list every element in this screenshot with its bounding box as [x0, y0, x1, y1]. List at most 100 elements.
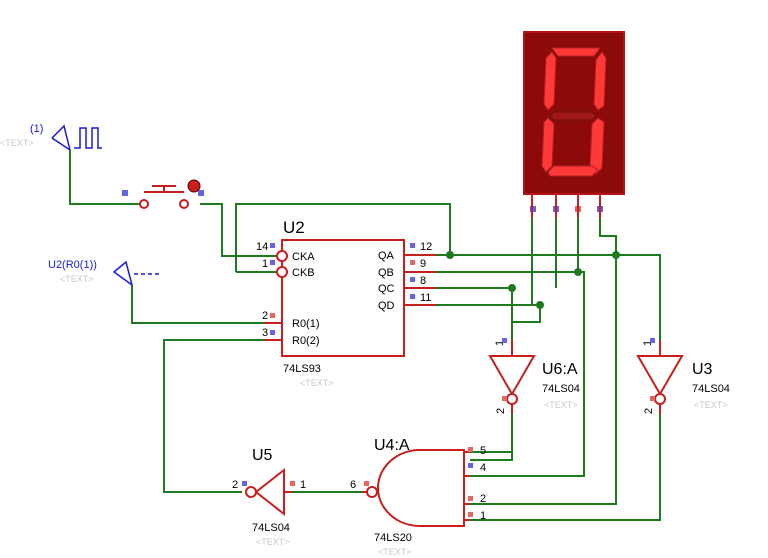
u6-pin-in: 1 — [494, 340, 506, 346]
u2-counter[interactable]: U2 74LS93 <TEXT> CKA CKB R0(1) R0(2) QA … — [256, 218, 436, 388]
wire-qa-to-ckb[interactable] — [235, 203, 451, 272]
segment-g-off — [549, 111, 597, 121]
u6-pin-out: 2 — [495, 408, 507, 414]
u2-pin-r02: R0(2) — [292, 335, 320, 347]
pin-marker — [410, 260, 415, 265]
u2-part: 74LS93 — [283, 363, 321, 375]
reset-generator-text: <TEXT> — [60, 274, 94, 284]
pin-marker — [364, 481, 369, 486]
segment-a — [551, 47, 601, 57]
u2-pin-number: 11 — [420, 292, 431, 304]
pin-marker — [468, 512, 473, 517]
switch-contact-left — [139, 199, 149, 209]
push-button-switch[interactable] — [122, 179, 204, 209]
u4-nand-gate[interactable]: U4:A 74LS20 <TEXT> 5 4 2 1 6 — [350, 437, 486, 557]
display-digit-segments — [541, 47, 607, 177]
seven-segment-display[interactable] — [523, 31, 625, 218]
wire-qd-to-u6[interactable] — [511, 305, 541, 348]
pin-marker — [270, 260, 275, 265]
u4-pin-number: 2 — [480, 493, 486, 505]
u4-text: <TEXT> — [378, 547, 412, 557]
pin-marker — [270, 330, 275, 335]
u6-triangle — [488, 355, 536, 396]
wire-qa-bus[interactable] — [404, 254, 661, 348]
pin-marker — [502, 396, 507, 401]
pin-marker — [502, 338, 507, 343]
u2-pin-ckb: CKB — [292, 267, 315, 279]
u4-pin-number: 5 — [480, 445, 486, 457]
junction-dot — [508, 284, 516, 292]
u5-inverter[interactable]: U5 74LS04 <TEXT> 1 2 — [232, 447, 306, 547]
u3-pin-out: 2 — [643, 408, 655, 414]
clock-pulse-icon — [74, 127, 102, 149]
clock-generator[interactable]: (1) <TEXT> — [0, 123, 102, 151]
u5-triangle — [254, 467, 285, 517]
u3-bubble — [654, 393, 666, 405]
segment-c — [589, 117, 605, 175]
wire-reset-to-r01[interactable] — [131, 285, 282, 324]
u2-pin-number: 14 — [256, 241, 268, 253]
u3-pin-in: 1 — [642, 340, 654, 346]
junction-dot — [536, 301, 544, 309]
u5-bubble — [245, 486, 257, 498]
switch-active-indicator-icon[interactable] — [187, 179, 201, 193]
wire-r02-to-u5[interactable] — [163, 339, 282, 493]
reset-generator[interactable]: U2(R0(1)) <TEXT> — [48, 259, 160, 286]
u2-pin-qd: QD — [378, 300, 395, 312]
u4-pin-number: 4 — [480, 462, 486, 474]
u2-pin-number: 1 — [262, 258, 268, 270]
clock-generator-text: <TEXT> — [0, 138, 34, 148]
u2-pin-number: 12 — [420, 241, 432, 253]
u5-text: <TEXT> — [256, 537, 290, 547]
u2-cka-bubble — [276, 250, 288, 262]
segment-d — [547, 165, 599, 177]
pin-marker — [468, 447, 473, 452]
wire-u3-to-u4[interactable] — [470, 410, 661, 521]
u4-part: 74LS20 — [374, 532, 412, 544]
u6-bubble — [506, 393, 518, 405]
u4-body — [377, 449, 465, 527]
junction-dot — [612, 251, 620, 259]
u2-body — [281, 239, 405, 357]
u3-inverter[interactable]: U3 74LS04 <TEXT> 1 2 — [636, 338, 730, 414]
clock-generator-stem — [51, 137, 71, 151]
u5-pin-out: 2 — [232, 479, 238, 491]
u2-ckb-bubble — [276, 266, 288, 278]
pin-marker — [410, 294, 415, 299]
wire-switch-to-cka[interactable] — [200, 203, 282, 257]
pin-marker — [270, 313, 275, 318]
pin-marker — [290, 481, 295, 486]
wire-clock-to-switch[interactable] — [69, 150, 140, 205]
junction-dot — [574, 268, 582, 276]
u6-text: <TEXT> — [544, 400, 578, 410]
wires — [69, 150, 661, 521]
u2-name: U2 — [283, 218, 305, 237]
u5-name: U5 — [252, 447, 273, 464]
u4-name: U4:A — [374, 437, 410, 454]
u2-pin-qc: QC — [378, 283, 395, 295]
wire-u6-to-u4[interactable] — [470, 410, 513, 453]
wire-qc-bus[interactable] — [404, 287, 513, 461]
u2-pin-number: 9 — [420, 258, 426, 270]
wire-display-a[interactable] — [599, 218, 617, 255]
pin-marker — [410, 243, 415, 248]
pin-marker — [198, 190, 204, 196]
u6-inverter[interactable]: U6:A 74LS04 <TEXT> 1 2 — [488, 338, 580, 414]
u3-name: U3 — [692, 361, 713, 378]
reset-generator-tag: U2(R0(1)) — [48, 259, 97, 271]
junctions — [446, 251, 620, 309]
reset-generator-arrow — [112, 260, 133, 286]
u3-text: <TEXT> — [694, 400, 728, 410]
u6-name: U6:A — [542, 361, 578, 378]
wire-qa-to-u4-p2[interactable] — [470, 255, 617, 505]
pin-marker — [468, 496, 473, 501]
u3-triangle — [636, 355, 684, 396]
wire-qb-bus[interactable] — [404, 271, 585, 477]
u2-pin-cka: CKA — [292, 251, 315, 263]
u2-pin-number: 2 — [262, 310, 268, 322]
pin-marker — [242, 481, 247, 486]
u6-part: 74LS04 — [542, 383, 580, 395]
u4-pin-number: 6 — [350, 479, 356, 491]
u2-pin-qb: QB — [378, 267, 394, 279]
